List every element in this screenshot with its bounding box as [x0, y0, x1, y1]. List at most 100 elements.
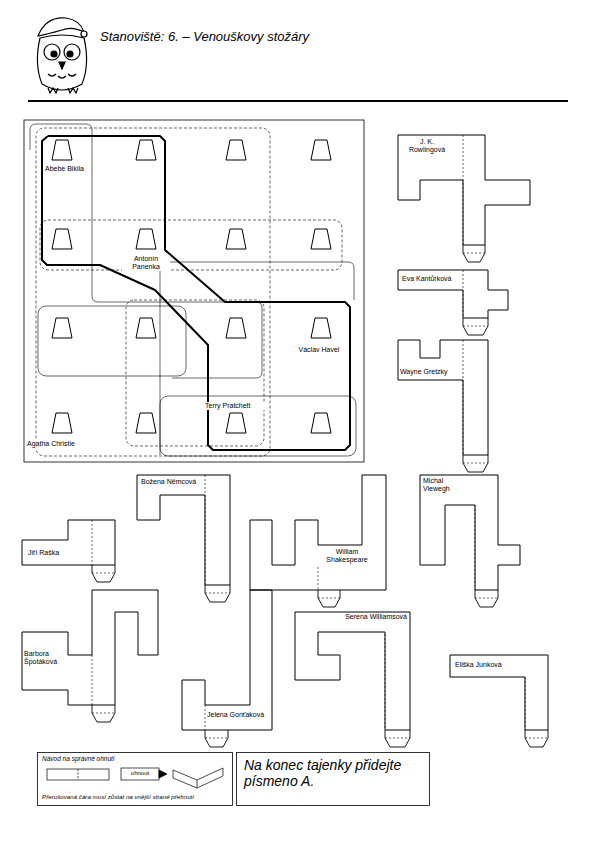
thin-region: [38, 306, 186, 376]
mast-piece: Eva Kantůrková: [397, 269, 510, 337]
person-name: Abebe Bikila: [44, 165, 90, 173]
owl-feet: [48, 88, 78, 93]
box-border: [38, 753, 233, 806]
person-name: Agatha Christie: [26, 440, 90, 448]
mast-tip: [463, 455, 488, 472]
piece-shape: [22, 590, 158, 705]
person-name: William Shakespeare: [320, 548, 374, 564]
person-name: Wayne Gretzky: [400, 368, 460, 376]
mast-tip: [92, 565, 115, 582]
dashed-region: [36, 128, 270, 456]
box-text: Přerušovaná čára musí zůstat na vnější s…: [42, 793, 230, 800]
dashed-region: [40, 220, 342, 270]
mast-tip: [463, 245, 485, 262]
fold-line: [463, 463, 488, 464]
person-name: Barbora Špotáková: [24, 650, 66, 666]
owl-body: [37, 35, 86, 90]
fold-line: [463, 270, 464, 318]
mast-piece: J. K. Rowlingová: [397, 134, 532, 264]
person-name: Božena Němcová: [141, 478, 203, 486]
mast-tip: [92, 705, 115, 722]
mast-cones: [52, 140, 331, 433]
mast-cone: [311, 140, 331, 160]
piece-outline: [397, 134, 532, 264]
fold-line: [475, 598, 498, 599]
person-name: Michal Viewegh: [423, 477, 461, 493]
mast-cone: [311, 318, 331, 338]
mast-cone: [311, 229, 331, 249]
piece-outline: [294, 611, 412, 749]
person-name: Terry Pratchett: [204, 402, 268, 410]
mast-piece: Jelena Gonťaková: [181, 589, 274, 749]
mast-tip: [385, 730, 410, 747]
owl-beak: [59, 62, 65, 69]
piece-outline: [419, 474, 522, 609]
piece-outline: [449, 654, 550, 749]
thin-region: [160, 262, 354, 455]
owl-eye: [44, 44, 60, 60]
arrow-box: [121, 768, 159, 780]
piece-shape: [295, 612, 410, 730]
fold-line: [92, 713, 115, 714]
fold-line: [475, 505, 476, 590]
mast-cone: [136, 318, 156, 338]
mast-tip: [318, 590, 340, 607]
owl-pupil: [67, 51, 73, 57]
piece-outline: [136, 474, 232, 604]
fold-line: [318, 567, 319, 590]
owl-eye: [64, 44, 80, 60]
piece-outline: [397, 339, 490, 474]
box-text: Na konec tajenky přidejte písmeno A.: [244, 757, 422, 789]
box-text: ohnout: [123, 770, 157, 777]
fold-line: [92, 573, 115, 574]
fold-line: [463, 326, 488, 327]
person-name: Eva Kantůrková: [402, 275, 460, 283]
mast-piece: Jiří Raška: [21, 519, 117, 584]
mast-cone: [226, 318, 246, 338]
mast-cone: [136, 413, 156, 433]
mast-piece: Wayne Gretzky: [397, 339, 490, 474]
mast-cone: [52, 140, 72, 160]
piece-outline: [181, 589, 274, 749]
owl-feathers: [48, 74, 76, 78]
mast-cone: [52, 413, 72, 433]
piece-shape: [398, 135, 530, 245]
piece-shape: [137, 475, 230, 585]
mast-tip: [525, 730, 548, 747]
cap-pompom: [81, 31, 87, 37]
fold-line: [463, 253, 485, 254]
person-name: J. K. Rowlingová: [401, 138, 453, 154]
fold-line: [463, 135, 464, 245]
fold-line: [78, 769, 79, 780]
owl-pupil: [51, 51, 57, 57]
folded-strip: [173, 768, 223, 788]
fold-line: [205, 705, 206, 730]
fold-line: [92, 520, 93, 565]
mast-cone: [311, 413, 331, 433]
person-name: Jiří Raška: [28, 549, 78, 557]
thin-region: [30, 124, 262, 378]
fold-line: [463, 340, 464, 455]
person-name: Eliška Junková: [455, 661, 517, 669]
person-name: Václav Havel: [296, 346, 342, 354]
person-name: Serena Williamsová: [343, 613, 407, 621]
fold-line: [318, 598, 340, 599]
piece-shape: [182, 590, 272, 730]
info-box: Návod na správné ohnutíohnoutPřerušovaná…: [37, 752, 233, 806]
arrow-head: [159, 770, 167, 778]
piece-outline: [249, 474, 388, 609]
mast-cone: [226, 413, 246, 433]
person-name: Jelena Gonťaková: [207, 711, 270, 719]
page-title: Stanoviště: 6. – Venouškovy stožáry: [100, 29, 309, 44]
piece-shape: [250, 475, 386, 590]
fold-line: [525, 677, 526, 730]
owl-cap: [38, 18, 84, 36]
fold-line: [205, 475, 206, 585]
mast-tip: [205, 730, 228, 747]
mast-piece: Serena Williamsová: [294, 611, 412, 749]
fold-line: [385, 634, 386, 730]
fold-line: [205, 738, 228, 739]
mast-cone: [226, 140, 246, 160]
fold-line: [205, 593, 230, 594]
